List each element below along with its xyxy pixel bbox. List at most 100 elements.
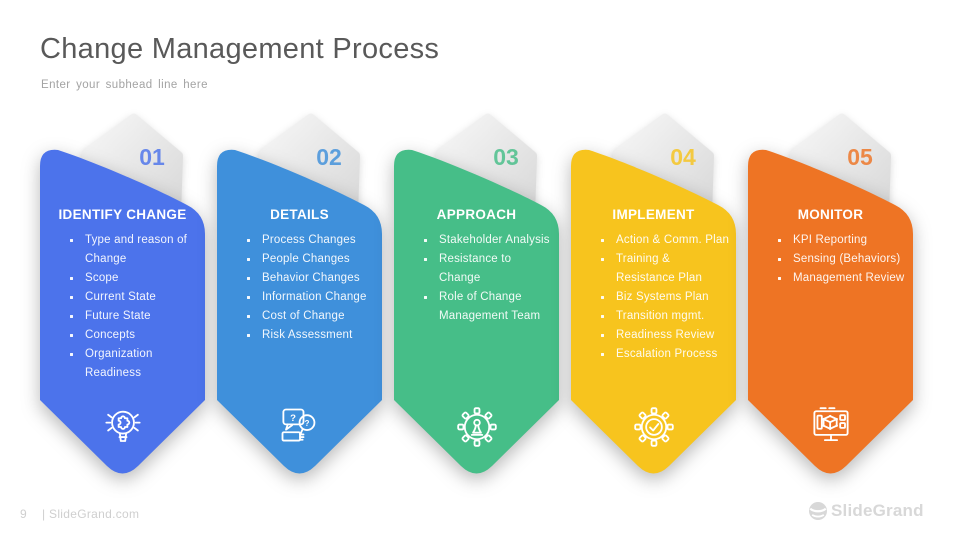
bullet-text: Sensing (Behaviors) [793, 253, 901, 265]
bullet-text: Readiness Review [616, 329, 715, 341]
brand-name: SlideGrand [831, 501, 924, 520]
card-banner [40, 149, 205, 474]
card-banner [394, 149, 559, 474]
bullet-marker [70, 334, 74, 338]
bullet-text: Escalation Process [616, 348, 718, 360]
bullet-marker [601, 334, 605, 338]
card-number: 04 [670, 144, 696, 170]
process-card-identify-change: 01 IDENTIFY CHANGE Type and reason of Ch… [40, 110, 205, 492]
brand-sphere-icon [809, 502, 827, 520]
bullet-item: Behavior Changes [247, 269, 376, 288]
card-title: IDENTIFY CHANGE [58, 207, 187, 222]
svg-text:?: ? [290, 413, 296, 424]
page-subtitle: Enter your subhead line here [41, 79, 208, 91]
bullet-item: Information Change [247, 288, 376, 307]
card-title: IMPLEMENT [612, 207, 695, 222]
footer-site-text: | SlideGrand.com [41, 507, 140, 521]
card-shape: 01 [40, 113, 205, 474]
card-number: 05 [847, 144, 873, 170]
bullet-marker [601, 315, 605, 319]
bullet-item: Escalation Process [601, 345, 730, 364]
card-shape: 05 [748, 113, 913, 474]
card-shape: 02 [217, 113, 382, 474]
bullet-text: Action & Comm. Plan [616, 234, 730, 246]
bullet-item: Biz Systems Plan [601, 288, 730, 307]
brand-logo: SlideGrand [809, 501, 924, 521]
bullet-text: Process Changes [262, 234, 356, 246]
bullet-marker [778, 239, 782, 243]
card-number: 02 [316, 144, 342, 170]
bullet-text: Current State [85, 291, 156, 303]
question-search-icon: ? ? [272, 399, 328, 455]
bullet-item: Stakeholder Analysis [424, 231, 553, 250]
bullet-marker [778, 277, 782, 281]
bullet-text: KPI Reporting [793, 234, 868, 246]
bullet-item: Management Review [778, 269, 907, 288]
gear-check-icon [626, 399, 682, 455]
bullet-item: Training & Resistance Plan [601, 250, 730, 288]
gear-pawn-icon [449, 399, 505, 455]
bullet-marker [70, 353, 74, 357]
bullet-text: Type and reason of Change [85, 234, 188, 265]
bullet-text: Resistance to Change [439, 253, 512, 284]
bullet-marker [70, 239, 74, 243]
bullet-item: Transition mgmt. [601, 307, 730, 326]
bullet-text: Future State [85, 310, 151, 322]
bullet-marker [70, 277, 74, 281]
bullet-text: Concepts [85, 329, 136, 341]
bullet-marker [424, 296, 428, 300]
bullet-text: Transition mgmt. [616, 310, 705, 322]
bullet-text: Stakeholder Analysis [439, 234, 550, 246]
bullet-item: Resistance to Change [424, 250, 553, 288]
bullet-item: Cost of Change [247, 307, 376, 326]
card-banner [217, 149, 382, 474]
bullet-text: Management Review [793, 272, 905, 284]
bullet-item: Process Changes [247, 231, 376, 250]
bullet-text: Behavior Changes [262, 272, 360, 284]
footer: 9 | SlideGrand.com [20, 507, 139, 521]
bullet-text: Organization Readiness [85, 348, 153, 379]
bullet-text: Risk Assessment [262, 329, 353, 341]
card-title: DETAILS [270, 207, 329, 222]
page-number: 9 [20, 507, 27, 521]
monitor-cube-icon [803, 399, 859, 455]
bullet-item: Organization Readiness [70, 345, 199, 383]
bullet-marker [424, 239, 428, 243]
bullet-marker [247, 239, 251, 243]
bullet-item: People Changes [247, 250, 376, 269]
bullet-item: Scope [70, 269, 199, 288]
bullet-marker [247, 315, 251, 319]
bullet-marker [778, 258, 782, 262]
card-banner [571, 149, 736, 474]
card-number: 03 [493, 144, 519, 170]
bullet-item: Risk Assessment [247, 326, 376, 345]
card-number: 01 [139, 144, 165, 170]
card-shape: 04 [571, 113, 736, 474]
bullet-marker [601, 296, 605, 300]
svg-text:?: ? [305, 419, 310, 428]
card-title: MONITOR [797, 207, 864, 222]
bullet-marker [424, 258, 428, 262]
bullet-text: Scope [85, 272, 119, 284]
bullet-item: Concepts [70, 326, 199, 345]
bullet-text: Training & Resistance Plan [616, 253, 703, 284]
bullet-marker [70, 315, 74, 319]
bullet-marker [247, 334, 251, 338]
bullet-marker [247, 258, 251, 262]
bullet-text: Role of Change Management Team [439, 291, 541, 322]
card-banner [748, 149, 913, 474]
bullet-marker [601, 258, 605, 262]
bullet-item: Sensing (Behaviors) [778, 250, 907, 269]
bullet-item: Role of Change Management Team [424, 288, 553, 326]
bullet-marker [70, 296, 74, 300]
bullet-item: Type and reason of Change [70, 231, 199, 269]
bullet-text: Information Change [262, 291, 367, 303]
